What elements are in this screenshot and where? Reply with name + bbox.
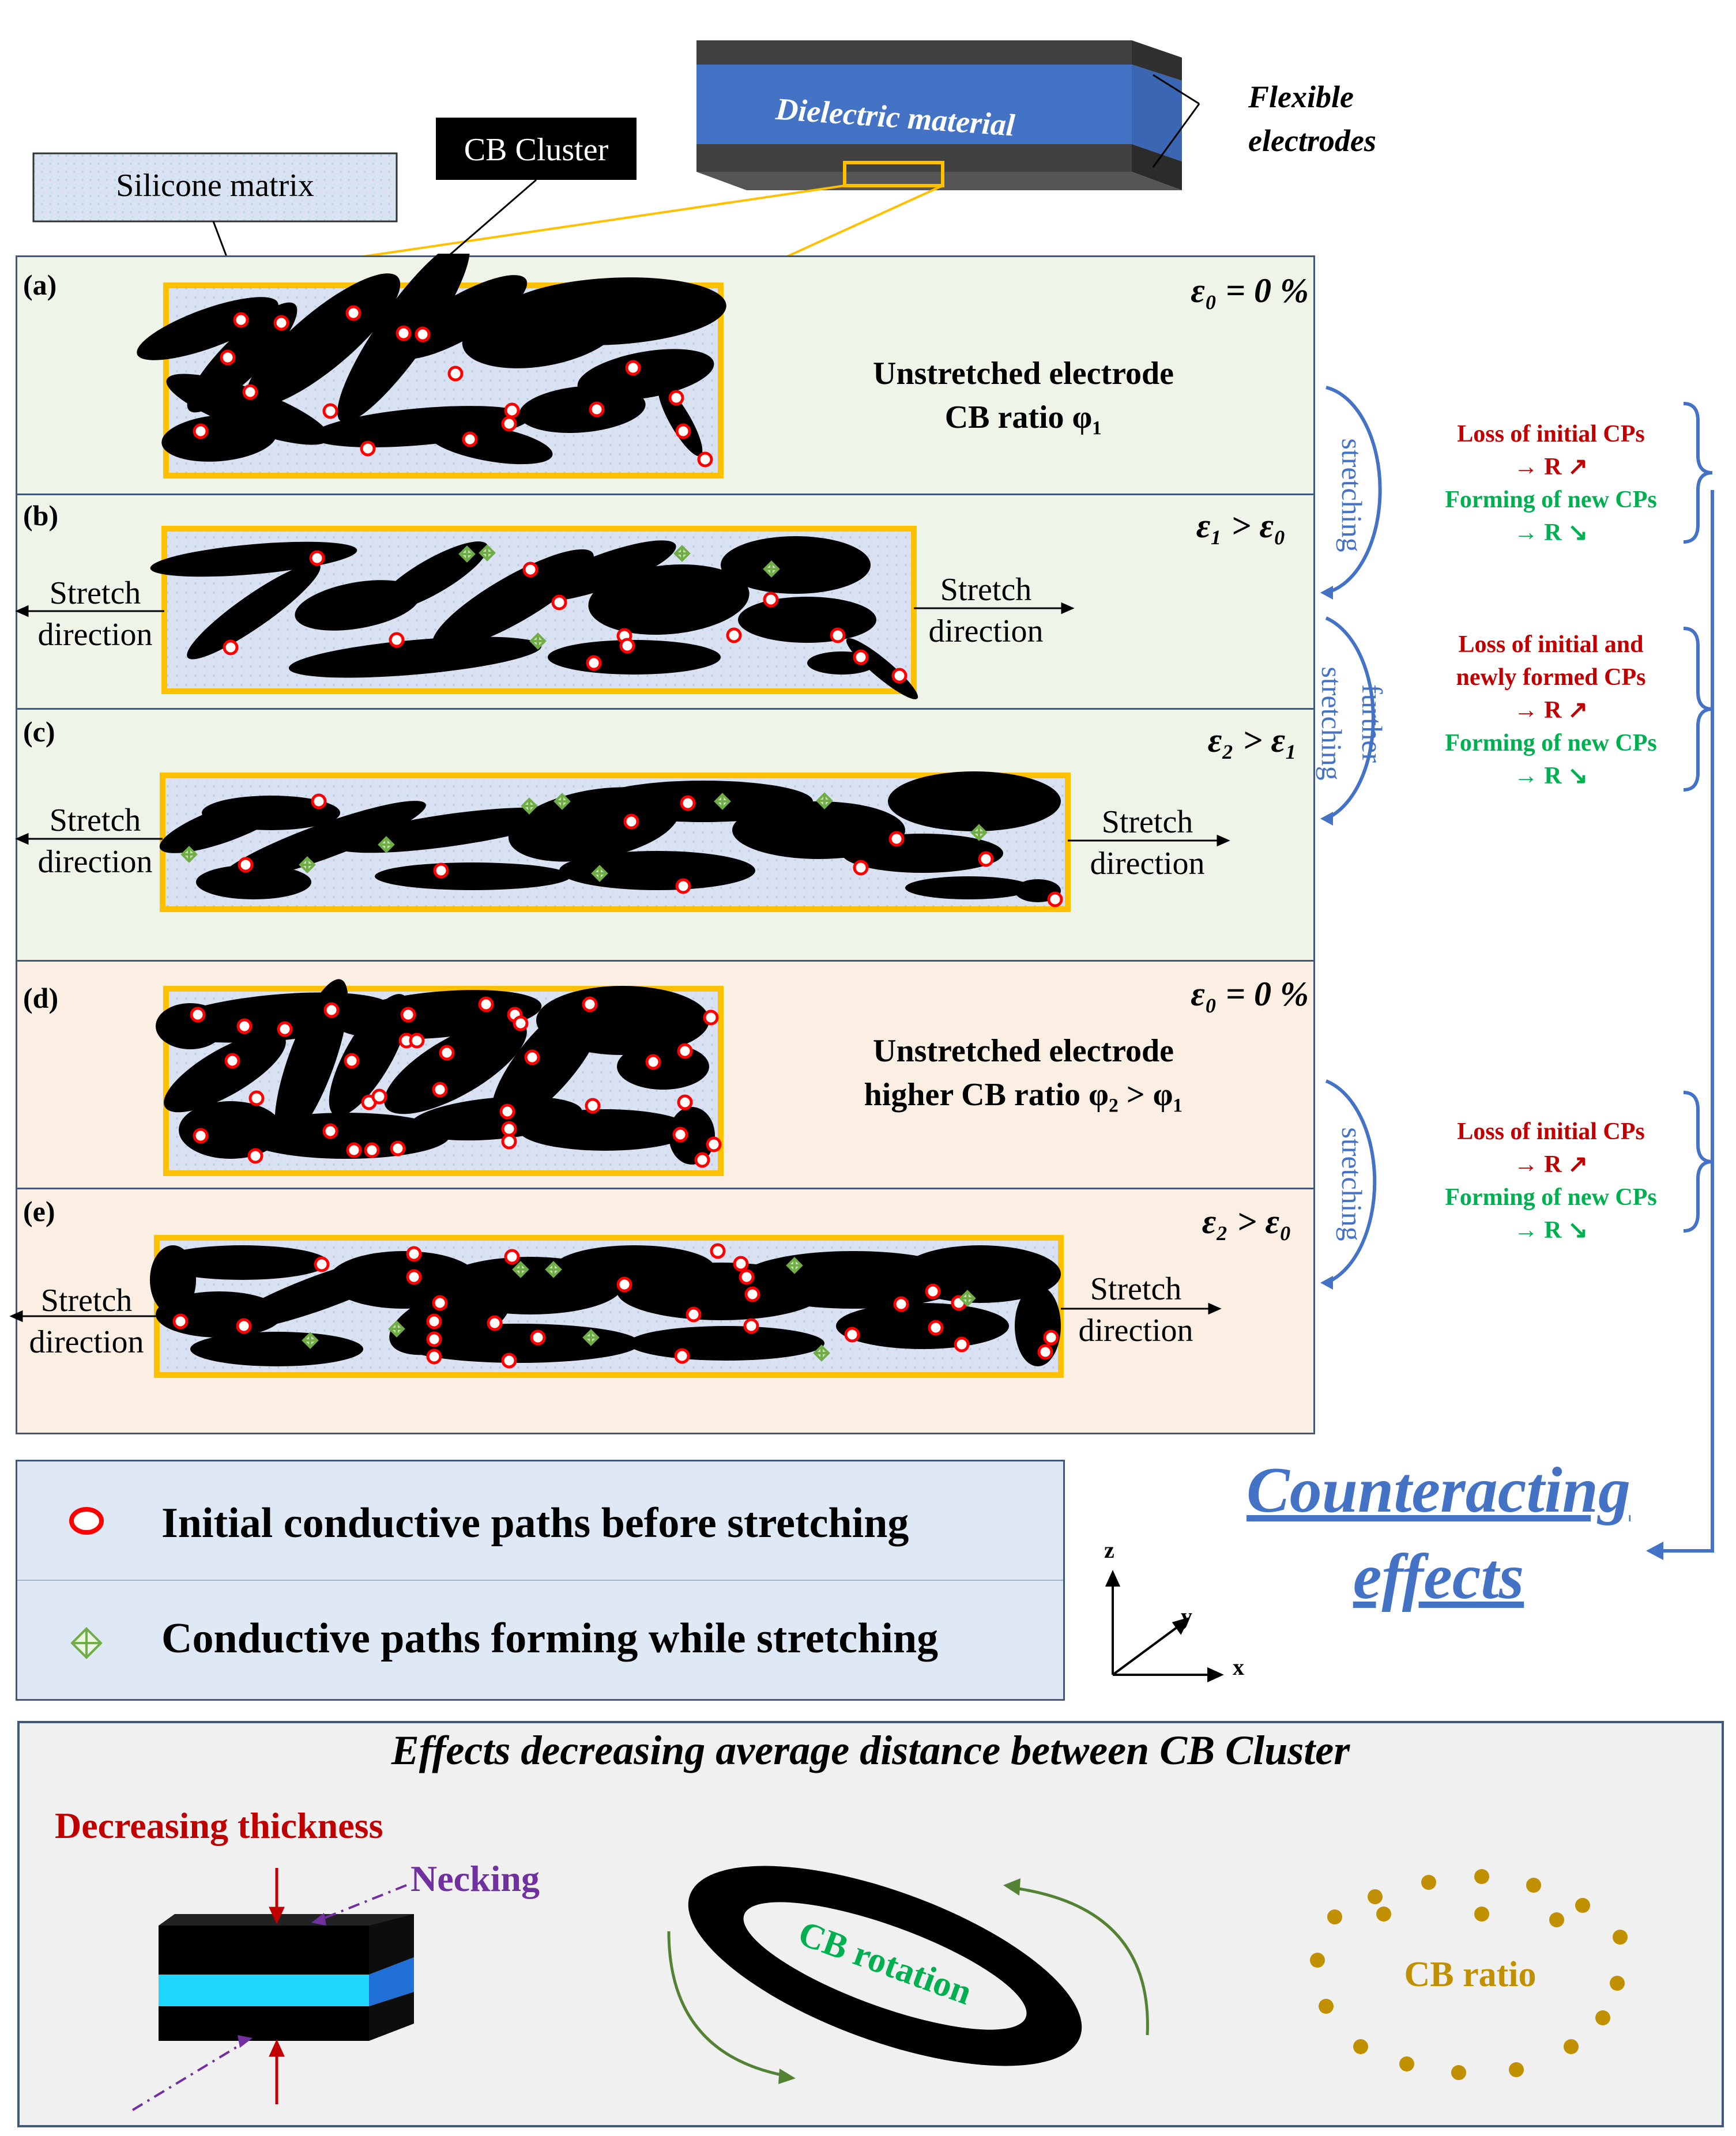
stretch-label-e-left: Stretch direction bbox=[17, 1280, 156, 1363]
row-divider bbox=[17, 493, 1313, 495]
electrode-samples bbox=[9, 254, 1230, 1378]
stretch-word: Stretch bbox=[49, 575, 141, 611]
necking-label: Necking bbox=[411, 1858, 540, 1899]
loss-text: Loss of initial CPs bbox=[1457, 1118, 1645, 1145]
legend-initial-text: Initial conductive paths before stretchi… bbox=[161, 1500, 909, 1547]
further-word: further bbox=[1356, 684, 1388, 763]
sample-a bbox=[130, 254, 728, 479]
forming-text: Forming of new CPs bbox=[1445, 487, 1657, 513]
strain-label-c: ε₂ > ε₁ bbox=[1207, 721, 1297, 759]
row-d-title-line2: higher CB ratio φ₂ > φ₁ bbox=[864, 1077, 1183, 1113]
loss-text-line2: newly formed CPs bbox=[1456, 664, 1646, 691]
counteracting-line2: effects bbox=[1353, 1541, 1524, 1613]
main-panel-frame bbox=[16, 255, 1315, 1434]
flexible-electrodes-line1: Flexible bbox=[1248, 80, 1354, 114]
side-arcs bbox=[1320, 386, 1714, 1560]
row-label-c: (c) bbox=[23, 715, 55, 748]
strain-label-b: ε₁ > ε₀ bbox=[1196, 507, 1286, 545]
stretch-label-b-left: Stretch direction bbox=[26, 572, 164, 656]
stretching-label-2: stretching bbox=[1336, 1127, 1368, 1241]
initial-cp-icon bbox=[69, 1507, 104, 1535]
flexible-electrodes-label: Flexible electrodes bbox=[1248, 75, 1376, 163]
strain-label-e: ε₂ > ε₀ bbox=[1202, 1203, 1291, 1241]
stretching-label-1: stretching bbox=[1336, 438, 1368, 552]
resistance-down: → R ↘ bbox=[1513, 1217, 1588, 1244]
cp-effects-group-3: Loss of initial CPs → R ↗ Forming of new… bbox=[1415, 1116, 1686, 1247]
resistance-down: → R ↘ bbox=[1513, 763, 1588, 789]
row-divider bbox=[17, 1188, 1313, 1189]
resistance-up: → R ↗ bbox=[1513, 454, 1588, 480]
stretch-word: Stretch bbox=[1090, 1271, 1182, 1307]
row-a-title-line1: Unstretched electrode bbox=[873, 356, 1174, 391]
sample-b bbox=[150, 526, 918, 699]
stretch-label-e-right: Stretch direction bbox=[1067, 1268, 1205, 1351]
counteracting-line1: Counteracting bbox=[1247, 1455, 1630, 1526]
direction-word: direction bbox=[1078, 1313, 1193, 1348]
axis-x-label: x bbox=[1233, 1654, 1244, 1680]
resistance-down: → R ↘ bbox=[1513, 519, 1588, 546]
axis-z-label: z bbox=[1104, 1537, 1114, 1563]
flexible-electrodes-line2: electrodes bbox=[1248, 123, 1376, 158]
legend-icons bbox=[69, 1507, 104, 1659]
sample-d bbox=[156, 979, 724, 1176]
row-label-a: (a) bbox=[23, 269, 57, 301]
decreasing-thickness-label: Decreasing thickness bbox=[55, 1805, 383, 1846]
stretch-word: Stretch bbox=[1101, 804, 1193, 840]
row-a-title-line2: CB ratio φ₁ bbox=[944, 400, 1102, 435]
stretching-word: stretching bbox=[1316, 666, 1348, 781]
direction-word: direction bbox=[37, 844, 153, 880]
stretch-label-b-right: Stretch direction bbox=[917, 569, 1055, 652]
cb-rotation-ring bbox=[688, 1866, 1082, 2066]
cb-ratio-dots bbox=[1310, 1869, 1628, 2080]
stretch-arrows bbox=[9, 602, 1230, 1323]
cb-ratio-label: CB ratio bbox=[1404, 1955, 1537, 1994]
row-divider bbox=[17, 960, 1313, 962]
sample-e bbox=[150, 1235, 1064, 1378]
forming-text: Forming of new CPs bbox=[1445, 730, 1657, 756]
axis-y-label: y bbox=[1181, 1603, 1192, 1629]
forming-cp-icon bbox=[70, 1627, 103, 1659]
stretch-word: Stretch bbox=[40, 1283, 133, 1318]
loss-text: Loss of initial CPs bbox=[1457, 421, 1645, 447]
direction-word: direction bbox=[29, 1324, 144, 1360]
axes-indicator bbox=[1105, 1570, 1224, 1683]
row-label-d: (d) bbox=[23, 982, 59, 1014]
row-label-b: (b) bbox=[23, 499, 59, 532]
resistance-up: → R ↗ bbox=[1513, 1151, 1588, 1178]
row-d-title: Unstretched electrode higher CB ratio φ₂… bbox=[807, 1029, 1240, 1117]
row-divider bbox=[17, 708, 1313, 710]
bottom-title: Effects decreasing average distance betw… bbox=[391, 1727, 1350, 1773]
row-a-title: Unstretched electrode CB ratio φ₁ bbox=[807, 352, 1240, 439]
stretch-label-c-left: Stretch direction bbox=[26, 800, 164, 883]
counteracting-effects: Counteracting effects bbox=[1188, 1447, 1689, 1620]
forming-text: Forming of new CPs bbox=[1445, 1184, 1657, 1211]
cp-effects-group-2: Loss of initial and newly formed CPs → R… bbox=[1415, 628, 1686, 793]
forming-cp-markers bbox=[180, 544, 988, 1362]
cp-effects-group-1: Loss of initial CPs → R ↗ Forming of new… bbox=[1415, 418, 1686, 549]
legend-divider bbox=[17, 1580, 1063, 1581]
stretch-word: Stretch bbox=[49, 803, 141, 838]
direction-word: direction bbox=[37, 617, 153, 653]
row-d-title-line1: Unstretched electrode bbox=[873, 1033, 1174, 1069]
header-illustration bbox=[32, 40, 1200, 271]
direction-word: direction bbox=[1090, 846, 1205, 881]
dielectric-block bbox=[696, 40, 1182, 190]
resistance-up: → R ↗ bbox=[1513, 697, 1588, 724]
direction-word: direction bbox=[928, 613, 1044, 649]
loss-text-line1: Loss of initial and bbox=[1458, 631, 1644, 658]
strain-label-a: ε₀ = 0 % bbox=[1191, 272, 1309, 310]
stretch-label-c-right: Stretch direction bbox=[1078, 801, 1217, 884]
strain-label-d: ε₀ = 0 % bbox=[1191, 975, 1309, 1013]
sample-c bbox=[159, 771, 1071, 912]
legend-forming-text: Conductive paths forming while stretchin… bbox=[161, 1615, 939, 1662]
silicone-matrix-label: Silicone matrix bbox=[116, 168, 314, 204]
row-label-e: (e) bbox=[23, 1195, 55, 1227]
legend bbox=[16, 1460, 1065, 1701]
thickness-block bbox=[159, 1914, 414, 2041]
bottom-illustrations bbox=[131, 1866, 1628, 2111]
stretch-word: Stretch bbox=[940, 572, 1032, 608]
cb-cluster-label: CB Cluster bbox=[464, 132, 609, 168]
further-stretching-label: further stretching bbox=[1312, 651, 1392, 796]
initial-cp-markers bbox=[172, 305, 1063, 1369]
